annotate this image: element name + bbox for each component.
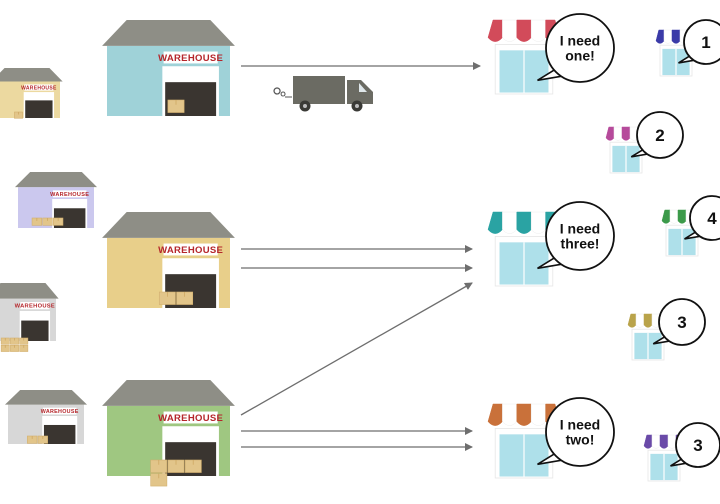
speech-bubble-text: I need (560, 220, 600, 236)
warehouse: WAREHOUSE (102, 20, 235, 116)
truck-hubcap (355, 104, 359, 108)
awning-stripe (488, 212, 502, 234)
awning-stripe (531, 212, 545, 234)
warehouse: WAREHOUSE (0, 68, 63, 118)
speech-bubble-text: 3 (693, 436, 702, 455)
warehouses: WAREHOUSE WAREHOUSE WAREHOUSE WAREHOUSE WARE… (0, 20, 235, 486)
delivery-arrow (241, 283, 472, 415)
awning-stripe (488, 20, 502, 42)
awning-stripe (502, 404, 516, 426)
warehouse: WAREHOUSE (15, 172, 97, 228)
awning-stripe (660, 435, 668, 448)
warehouse-sign-label: WAREHOUSE (158, 413, 223, 424)
speech-bubble-text: 1 (701, 33, 710, 52)
awning-stripe (668, 435, 676, 448)
warehouse-roof (0, 283, 59, 299)
speech-bubble-text: I need (560, 32, 600, 48)
warehouse-roof (15, 172, 97, 187)
awning-stripe (678, 210, 686, 223)
warehouse-sign-label: WAREHOUSE (158, 53, 223, 64)
speech-bubble-text: 4 (707, 209, 717, 228)
store: 3 (628, 299, 705, 360)
truck (274, 76, 373, 112)
awning-stripe (652, 435, 660, 448)
awning-stripe (517, 404, 531, 426)
awning-stripe (614, 127, 622, 140)
awning-stripe (488, 404, 502, 426)
truck-hubcap (303, 104, 307, 108)
warehouse: WAREHOUSE (5, 390, 87, 444)
speech-bubble-text: 3 (677, 313, 686, 332)
warehouse-sign-label: WAREHOUSE (41, 409, 79, 415)
awning-stripe (644, 435, 652, 448)
warehouse: WAREHOUSE (0, 283, 59, 352)
awning-stripe (656, 30, 664, 43)
speech-bubble-text: two! (566, 432, 595, 448)
speech-bubble-text: 2 (655, 126, 664, 145)
awning-stripe (606, 127, 614, 140)
store: 3 (644, 423, 720, 481)
awning-stripe (664, 30, 672, 43)
warehouse-roof (102, 380, 235, 406)
awning-stripe (517, 212, 531, 234)
speech-bubble-text: one! (565, 48, 595, 64)
truck-cargo (293, 76, 345, 104)
warehouse-sign-label: WAREHOUSE (15, 304, 55, 310)
awning-stripe (531, 20, 545, 42)
awning-stripe (502, 20, 516, 42)
speech-bubble: 3 (671, 423, 720, 467)
warehouse-door (44, 425, 75, 444)
warehouse-sign-label: WAREHOUSE (158, 245, 223, 256)
warehouse-roof (102, 20, 235, 46)
speech-bubble-text: I need (560, 416, 600, 432)
awning-stripe (672, 30, 680, 43)
store: 2 (606, 112, 683, 173)
awning-stripe (502, 212, 516, 234)
awning-stripe (622, 127, 630, 140)
warehouse-roof (0, 68, 63, 82)
awning-stripe (531, 404, 545, 426)
awning-stripe (662, 210, 670, 223)
warehouse-sign-label: WAREHOUSE (21, 85, 57, 91)
awning-stripe (636, 314, 644, 327)
awning-stripe (644, 314, 652, 327)
warehouse-roof (102, 212, 235, 238)
awning-stripe (670, 210, 678, 223)
warehouse-door (25, 100, 52, 118)
exhaust-puff (274, 88, 280, 94)
delivery-arrows (241, 66, 480, 447)
warehouse-roof (5, 390, 87, 405)
warehouse: WAREHOUSE (102, 212, 235, 308)
speech-bubble-text: three! (561, 236, 600, 252)
awning-stripe (517, 20, 531, 42)
awning-stripe (628, 314, 636, 327)
store: 4 (662, 196, 720, 256)
delivery-truck-icon (274, 76, 373, 112)
store: 1 (656, 20, 720, 76)
warehouse: WAREHOUSE (102, 380, 235, 486)
exhaust-puff (281, 92, 285, 96)
warehouse-sign-label: WAREHOUSE (50, 192, 89, 198)
